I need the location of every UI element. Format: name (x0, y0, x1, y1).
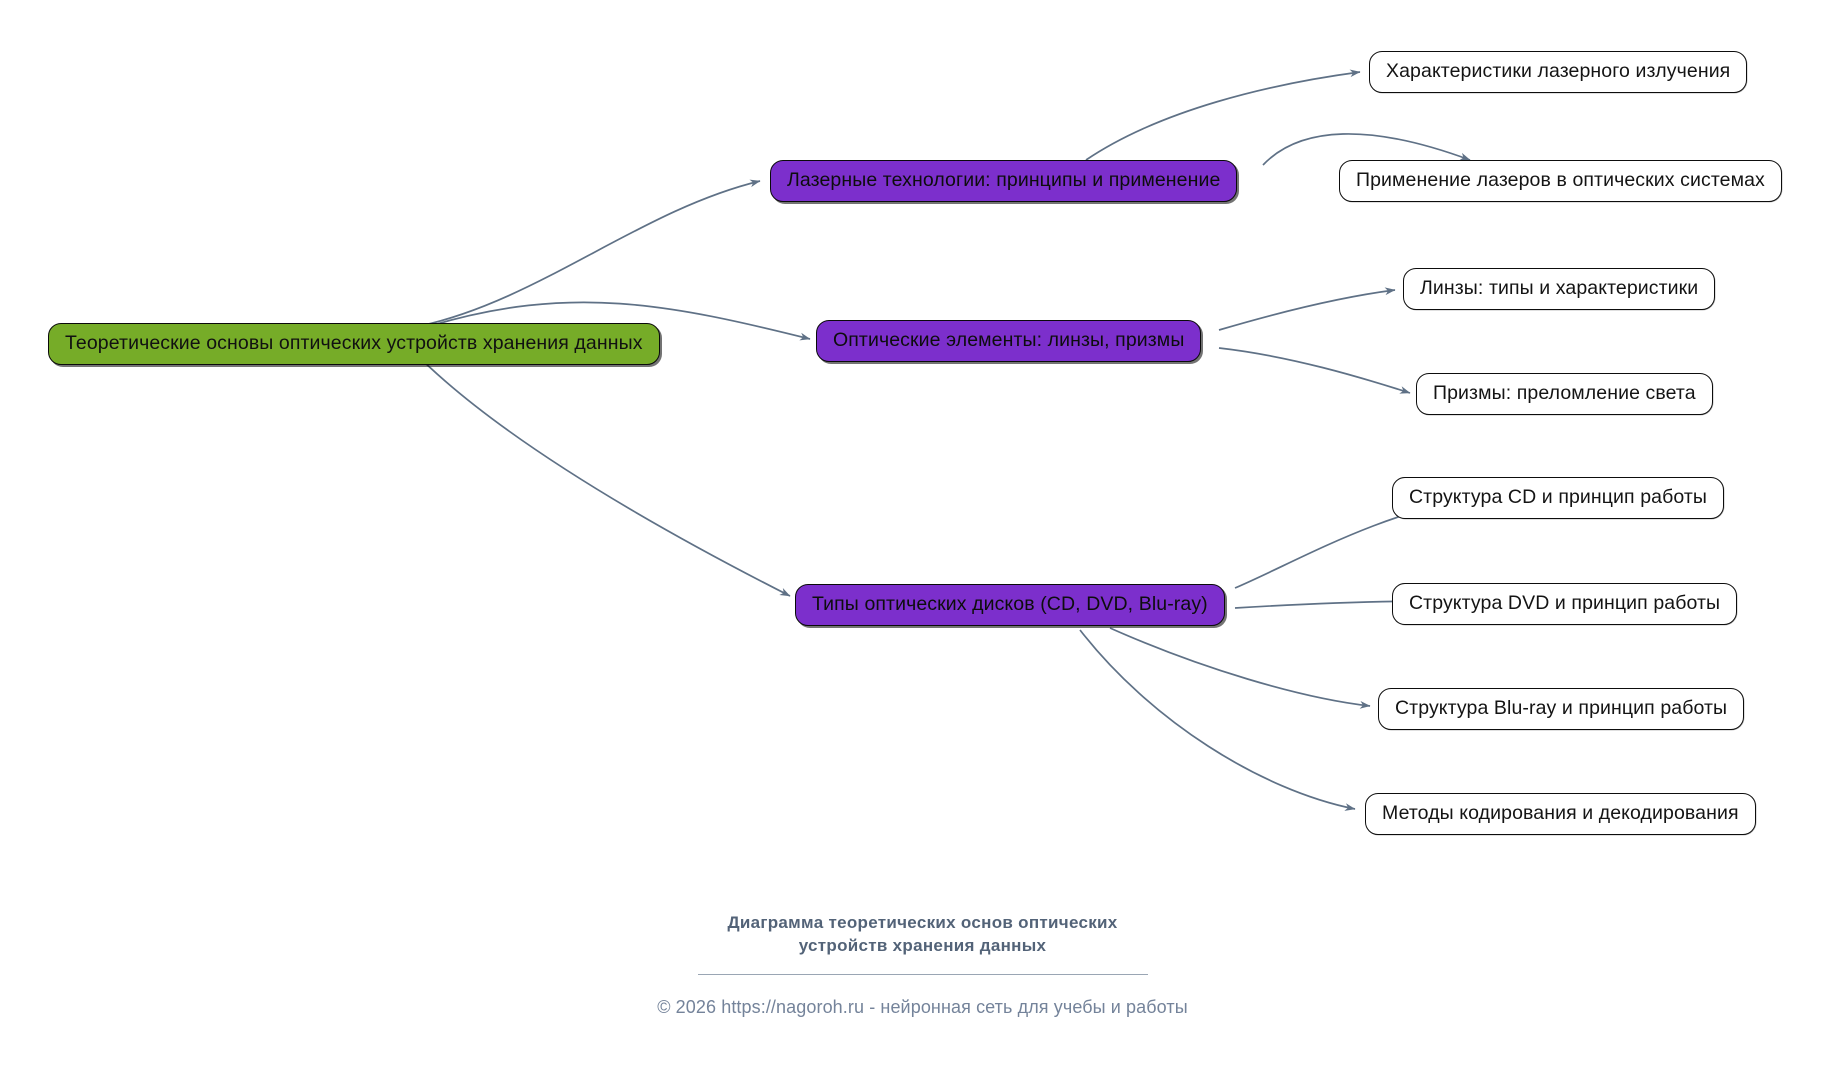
node-leaf-label: Применение лазеров в оптических системах (1356, 169, 1765, 192)
node-leaf-label: Характеристики лазерного излучения (1386, 60, 1731, 83)
node-branch-optical-elements[interactable]: Оптические элементы: линзы, призмы (816, 320, 1202, 362)
node-leaf-label: Структура DVD и принцип работы (1409, 592, 1721, 615)
edge-branch3-to-leaf-3 (1109, 627, 1371, 709)
edge-branch2-to-leaf-2 (1218, 347, 1411, 394)
edge-branch3-to-leaf-4 (1079, 629, 1356, 811)
footer: Диаграмма теоретических основ оптических… (0, 912, 1845, 1018)
node-leaf-label: Структура CD и принцип работы (1409, 486, 1708, 509)
node-leaf-dvd-structure[interactable]: Структура DVD и принцип работы (1392, 583, 1738, 625)
node-leaf-encoding-decoding[interactable]: Методы кодирования и декодирования (1365, 793, 1756, 835)
node-leaf-label: Призмы: преломление света (1433, 382, 1696, 405)
footer-divider (697, 973, 1148, 975)
node-leaf-prisms[interactable]: Призмы: преломление света (1416, 373, 1713, 415)
node-branch-label: Оптические элементы: линзы, призмы (833, 329, 1185, 352)
node-branch-label: Типы оптических дисков (CD, DVD, Blu-ray… (812, 593, 1208, 616)
node-leaf-cd-structure[interactable]: Структура CD и принцип работы (1392, 477, 1725, 519)
edge-branch1-to-leaf-1 (1085, 69, 1361, 161)
footer-title-line1: Диаграмма теоретических основ оптических (727, 913, 1118, 932)
edge-branch2-to-leaf-1 (1218, 287, 1396, 331)
node-leaf-label: Линзы: типы и характеристики (1420, 277, 1699, 300)
node-root[interactable]: Теоретические основы оптических устройст… (48, 323, 660, 365)
node-leaf-label: Структура Blu-ray и принцип работы (1395, 697, 1728, 720)
node-branch-label: Лазерные технологии: принципы и применен… (787, 169, 1221, 192)
node-branch-laser-technologies[interactable]: Лазерные технологии: принципы и применен… (770, 160, 1238, 202)
footer-title-line2: устройств хранения данных (798, 935, 1047, 955)
node-leaf-label: Методы кодирования и декодирования (1382, 802, 1739, 825)
footer-copyright: © 2026 https://nagoroh.ru - нейронная се… (657, 996, 1188, 1017)
node-leaf-laser-radiation-characteristics[interactable]: Характеристики лазерного излучения (1369, 51, 1748, 93)
node-leaf-bluray-structure[interactable]: Структура Blu-ray и принцип работы (1378, 688, 1745, 730)
edge-root-to-branch-1 (419, 179, 761, 327)
node-leaf-lenses[interactable]: Линзы: типы и характеристики (1403, 268, 1716, 310)
footer-title: Диаграмма теоретических основ оптических… (0, 912, 1845, 958)
node-branch-optical-disc-types[interactable]: Типы оптических дисков (CD, DVD, Blu-ray… (795, 584, 1225, 626)
edge-root-to-branch-3 (411, 349, 791, 597)
node-leaf-laser-applications[interactable]: Применение лазеров в оптических системах (1339, 160, 1782, 202)
node-root-label: Теоретические основы оптических устройст… (65, 332, 643, 355)
